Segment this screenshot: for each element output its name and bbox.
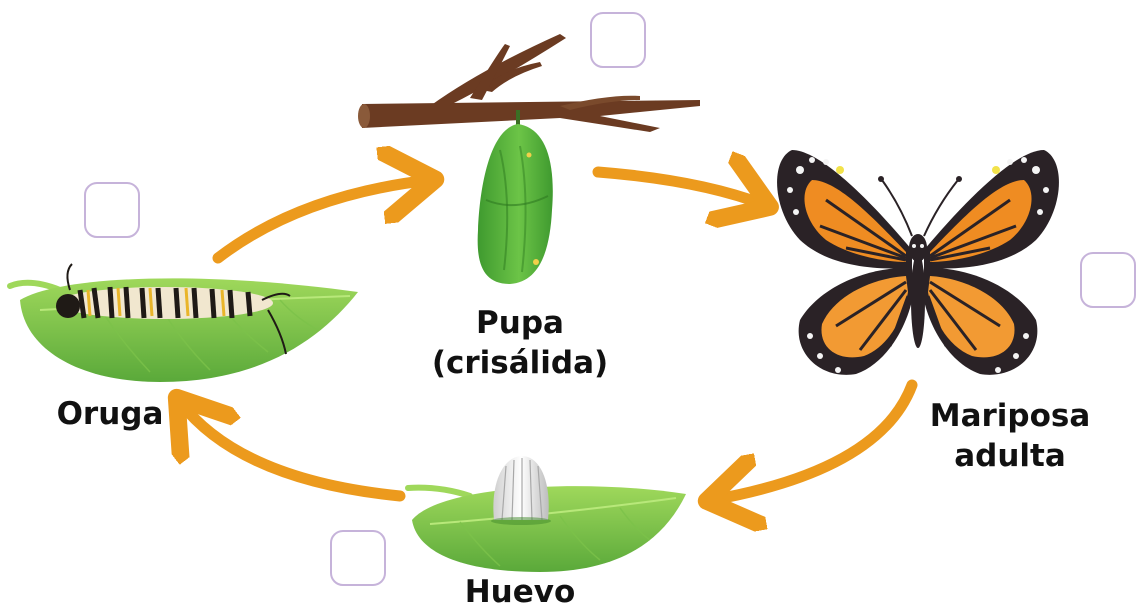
label-pupa: Pupa (crisálida)	[410, 303, 630, 383]
label-larva: Oruga	[30, 394, 190, 434]
label-egg: Huevo	[420, 572, 620, 612]
label-pupa-line2: (crisálida)	[410, 343, 630, 383]
arrow-pupa-to-adult	[598, 172, 765, 205]
label-pupa-line1: Pupa	[410, 303, 630, 343]
label-adult-line2: adulta	[900, 436, 1120, 476]
branch-icon	[358, 34, 700, 132]
arrow-larva-to-pupa	[218, 180, 430, 258]
arrow-egg-to-larva	[180, 402, 400, 496]
egg-icon	[408, 456, 686, 572]
arrow-adult-to-egg	[712, 385, 912, 500]
label-adult-line1: Mariposa	[900, 396, 1120, 436]
answer-box-egg[interactable]	[330, 530, 386, 586]
caterpillar-icon	[10, 264, 358, 382]
label-adult: Mariposa adulta	[900, 396, 1120, 476]
answer-box-adult[interactable]	[1080, 252, 1136, 308]
answer-box-pupa[interactable]	[590, 12, 646, 68]
butterfly-icon	[777, 150, 1059, 375]
answer-box-larva[interactable]	[84, 182, 140, 238]
chrysalis-icon	[478, 110, 553, 284]
